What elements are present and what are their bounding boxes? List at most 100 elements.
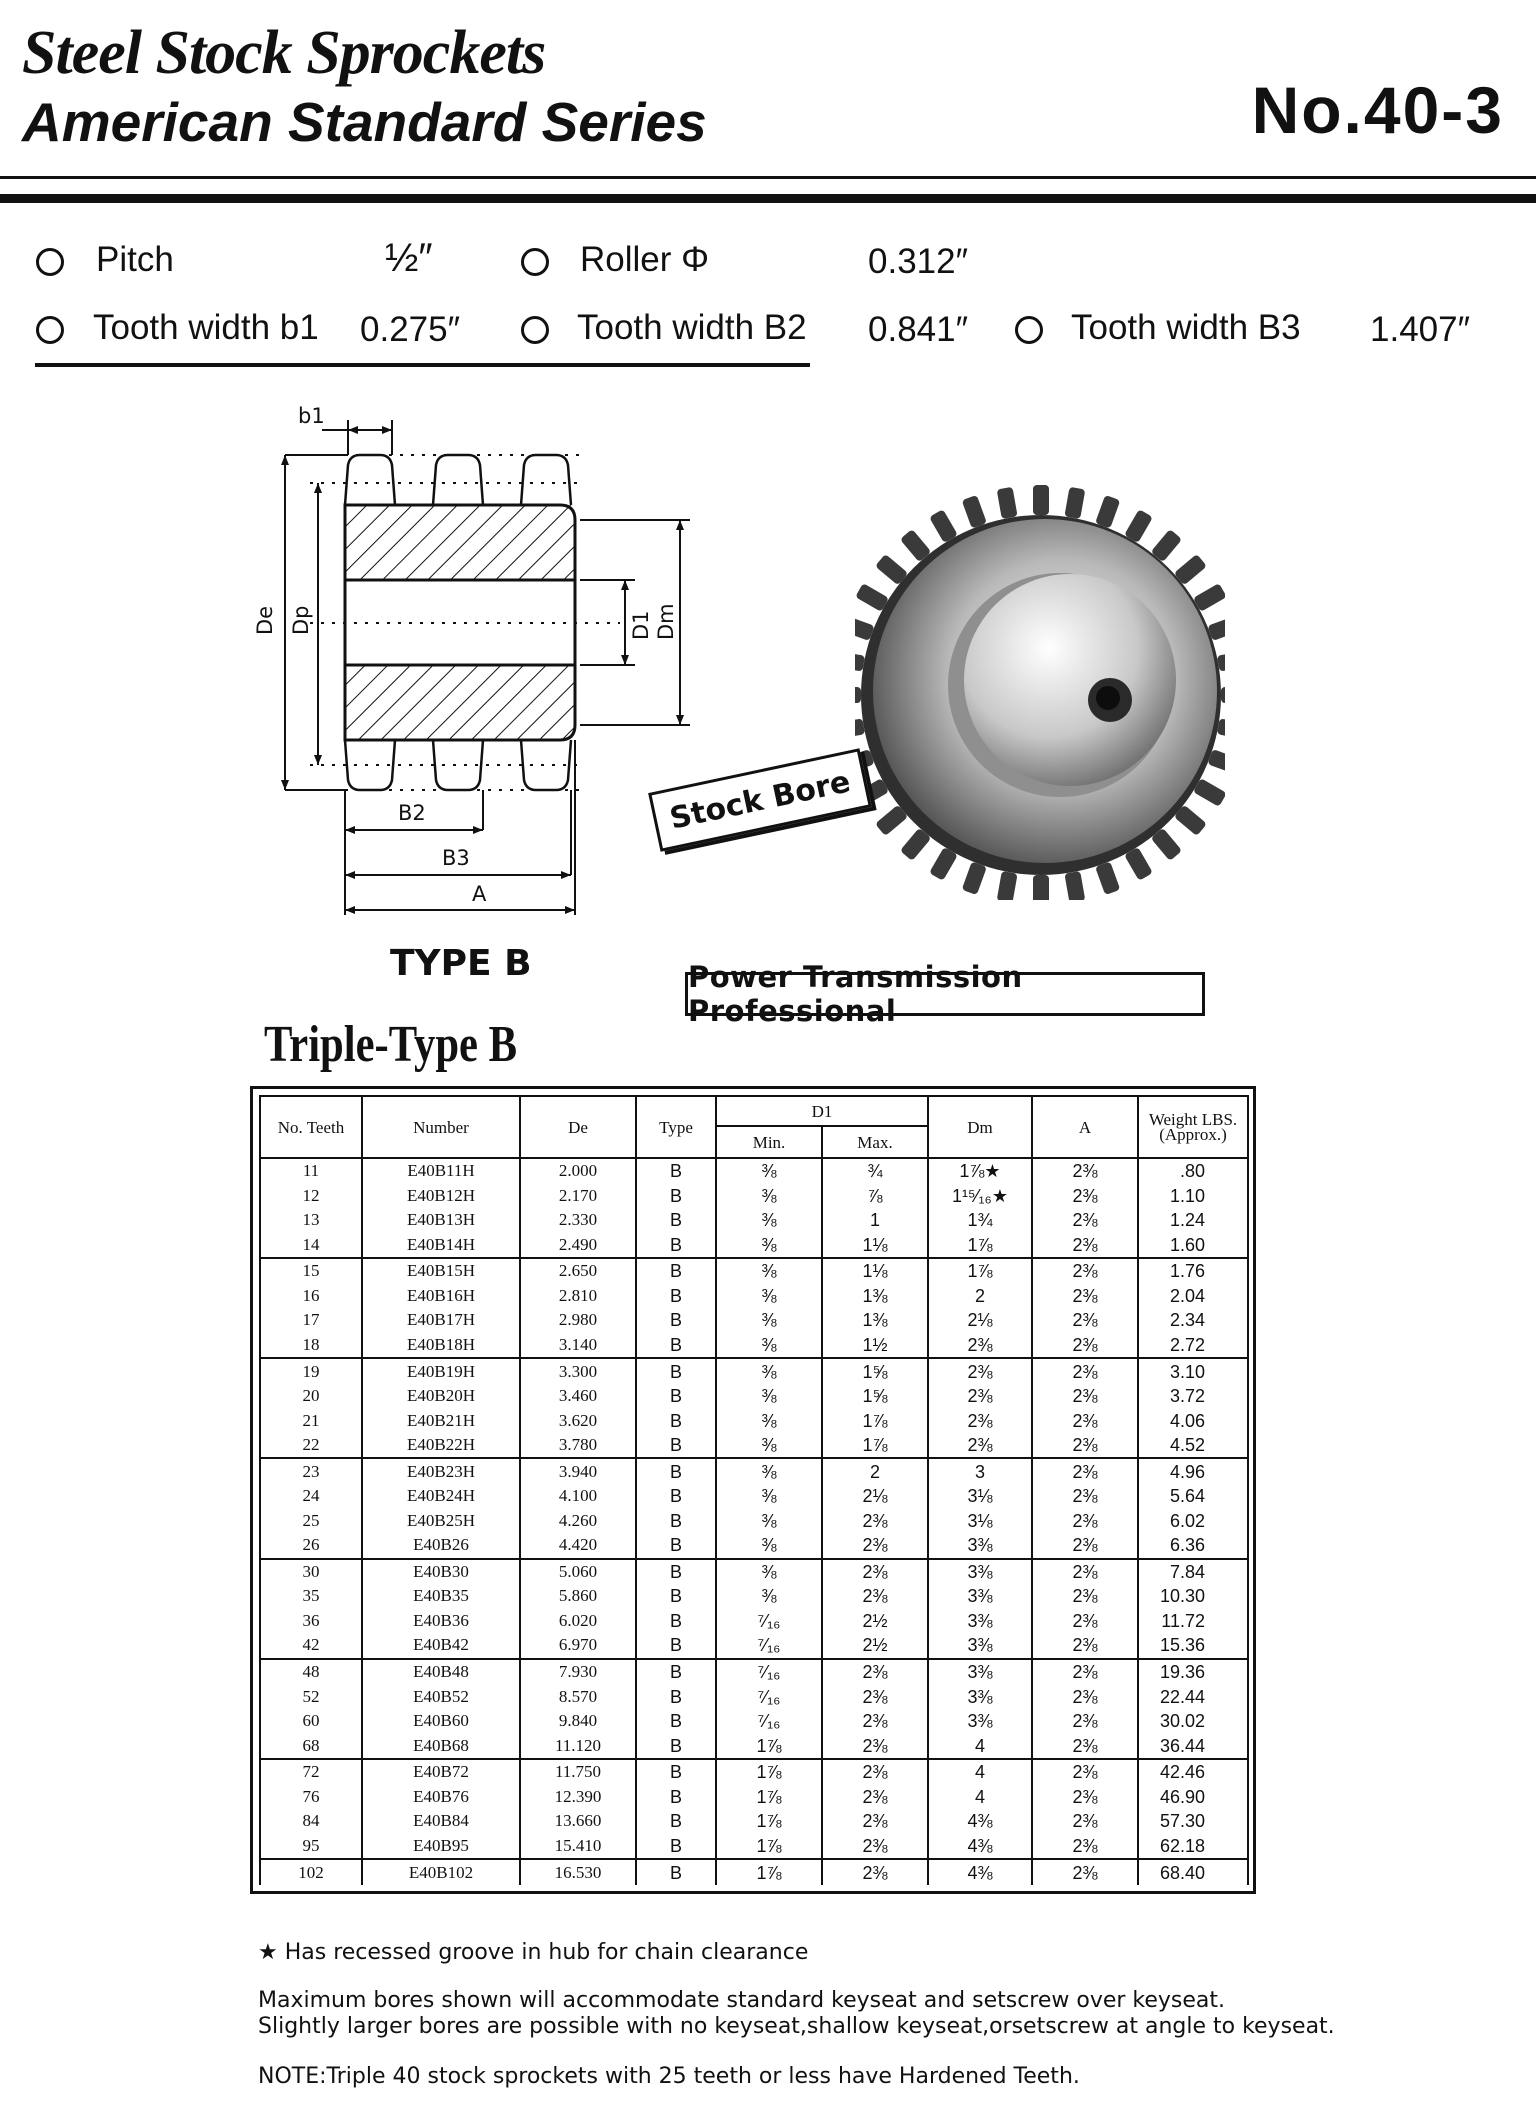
cell-dm: 2⅜	[927, 1358, 1033, 1384]
cell-weight: 4.52	[1137, 1432, 1249, 1460]
cell-a: 2⅜	[1031, 1733, 1139, 1760]
cell-weight: 1.24	[1137, 1208, 1249, 1233]
col-header-d1: D1	[715, 1095, 929, 1127]
cell-teeth: 30	[259, 1558, 363, 1585]
cell-number: E40B68	[361, 1733, 521, 1760]
cell-teeth: 20	[259, 1383, 363, 1409]
cell-de: 3.460	[519, 1383, 637, 1409]
cell-number: E40B15H	[361, 1258, 521, 1284]
cell-weight: 3.10	[1137, 1358, 1249, 1384]
cell-d1-max: 1⅝	[821, 1383, 929, 1409]
cell-a: 2⅜	[1031, 1458, 1139, 1485]
cell-d1-min: ⅜	[715, 1183, 823, 1209]
cell-weight: 10.30	[1137, 1584, 1249, 1609]
cell-dm: 3⅜	[927, 1684, 1033, 1709]
cell-de: 9.840	[519, 1708, 637, 1734]
cell-type: B	[635, 1232, 717, 1260]
cell-teeth: 19	[259, 1358, 363, 1384]
cell-number: E40B22H	[361, 1432, 521, 1460]
cell-teeth: 24	[259, 1484, 363, 1509]
cell-a: 2⅜	[1031, 1859, 1139, 1885]
cell-type: B	[635, 1458, 717, 1485]
pitch-label: Pitch	[96, 240, 174, 279]
cell-a: 2⅜	[1031, 1432, 1139, 1460]
dim-de-label: De	[253, 606, 277, 635]
cell-dm: 2⅜	[927, 1332, 1033, 1360]
cell-de: 2.330	[519, 1208, 637, 1233]
cell-dm: 4⅜	[927, 1859, 1033, 1885]
cell-d1-min: 1⅞	[715, 1859, 823, 1885]
cell-d1-max: 2⅜	[821, 1758, 929, 1785]
cell-dm: 2⅜	[927, 1432, 1033, 1460]
cell-d1-min: ⅜	[715, 1484, 823, 1509]
specs-underline	[35, 363, 810, 367]
cell-d1-min: 1⅞	[715, 1758, 823, 1785]
cell-de: 2.000	[519, 1158, 637, 1184]
cell-dm: 3⅜	[927, 1533, 1033, 1560]
cell-d1-min: 1⅞	[715, 1809, 823, 1834]
col-header-d1-min: Min.	[715, 1125, 823, 1159]
cell-dm: 3⅜	[927, 1633, 1033, 1660]
cell-dm: 4	[927, 1733, 1033, 1760]
cell-dm: 4	[927, 1784, 1033, 1810]
cell-a: 2⅜	[1031, 1308, 1139, 1333]
cell-type: B	[635, 1684, 717, 1709]
cell-type: B	[635, 1208, 717, 1233]
cell-a: 2⅜	[1031, 1158, 1139, 1184]
cell-type: B	[635, 1484, 717, 1509]
cell-number: E40B35	[361, 1584, 521, 1609]
cell-d1-min: ⁷⁄₁₆	[715, 1684, 823, 1709]
cell-de: 5.060	[519, 1558, 637, 1585]
cell-d1-min: 1⅞	[715, 1733, 823, 1760]
cell-weight: 30.02	[1137, 1708, 1249, 1734]
cell-type: B	[635, 1283, 717, 1309]
cell-weight: 68.40	[1137, 1859, 1249, 1885]
pitch-bullet-icon	[36, 248, 64, 276]
cell-number: E40B14H	[361, 1232, 521, 1260]
cell-dm: 1⅞	[927, 1258, 1033, 1284]
cell-a: 2⅜	[1031, 1833, 1139, 1861]
cell-weight: 2.34	[1137, 1308, 1249, 1333]
cell-d1-max: 2	[821, 1458, 929, 1485]
cell-type: B	[635, 1358, 717, 1384]
col-header-weight: Weight LBS. (Approx.)	[1137, 1095, 1249, 1159]
cell-dm: 2⅛	[927, 1308, 1033, 1333]
col-header-type: Type	[635, 1095, 717, 1159]
cell-de: 2.170	[519, 1183, 637, 1209]
cell-a: 2⅜	[1031, 1484, 1139, 1509]
cell-de: 13.660	[519, 1809, 637, 1834]
sprocket-photo	[855, 485, 1225, 900]
cell-de: 6.020	[519, 1608, 637, 1634]
cell-teeth: 14	[259, 1232, 363, 1260]
bores-note-line2: Slightly larger bores are possible with …	[258, 2014, 1335, 2039]
type-label: TYPE B	[390, 943, 532, 984]
cell-weight: 22.44	[1137, 1684, 1249, 1709]
col-header-de: De	[519, 1095, 637, 1159]
dim-a-label: A	[472, 882, 487, 906]
cell-number: E40B17H	[361, 1308, 521, 1333]
cell-number: E40B19H	[361, 1358, 521, 1384]
dim-d1-label: D1	[629, 610, 653, 640]
cell-teeth: 72	[259, 1758, 363, 1785]
cell-d1-min: ⅜	[715, 1232, 823, 1260]
cell-a: 2⅜	[1031, 1558, 1139, 1585]
cell-a: 2⅜	[1031, 1758, 1139, 1785]
cell-weight: 15.36	[1137, 1633, 1249, 1660]
cell-teeth: 12	[259, 1183, 363, 1209]
recessed-groove-note: ★ Has recessed groove in hub for chain c…	[258, 1940, 809, 1965]
cell-dm: 1¹⁵⁄₁₆★	[927, 1183, 1033, 1209]
cell-de: 3.940	[519, 1458, 637, 1485]
cell-number: E40B11H	[361, 1158, 521, 1184]
col-header-teeth: No. Teeth	[259, 1095, 363, 1159]
cell-a: 2⅜	[1031, 1332, 1139, 1360]
cell-teeth: 52	[259, 1684, 363, 1709]
cell-teeth: 68	[259, 1733, 363, 1760]
cell-d1-max: 2⅜	[821, 1733, 929, 1760]
